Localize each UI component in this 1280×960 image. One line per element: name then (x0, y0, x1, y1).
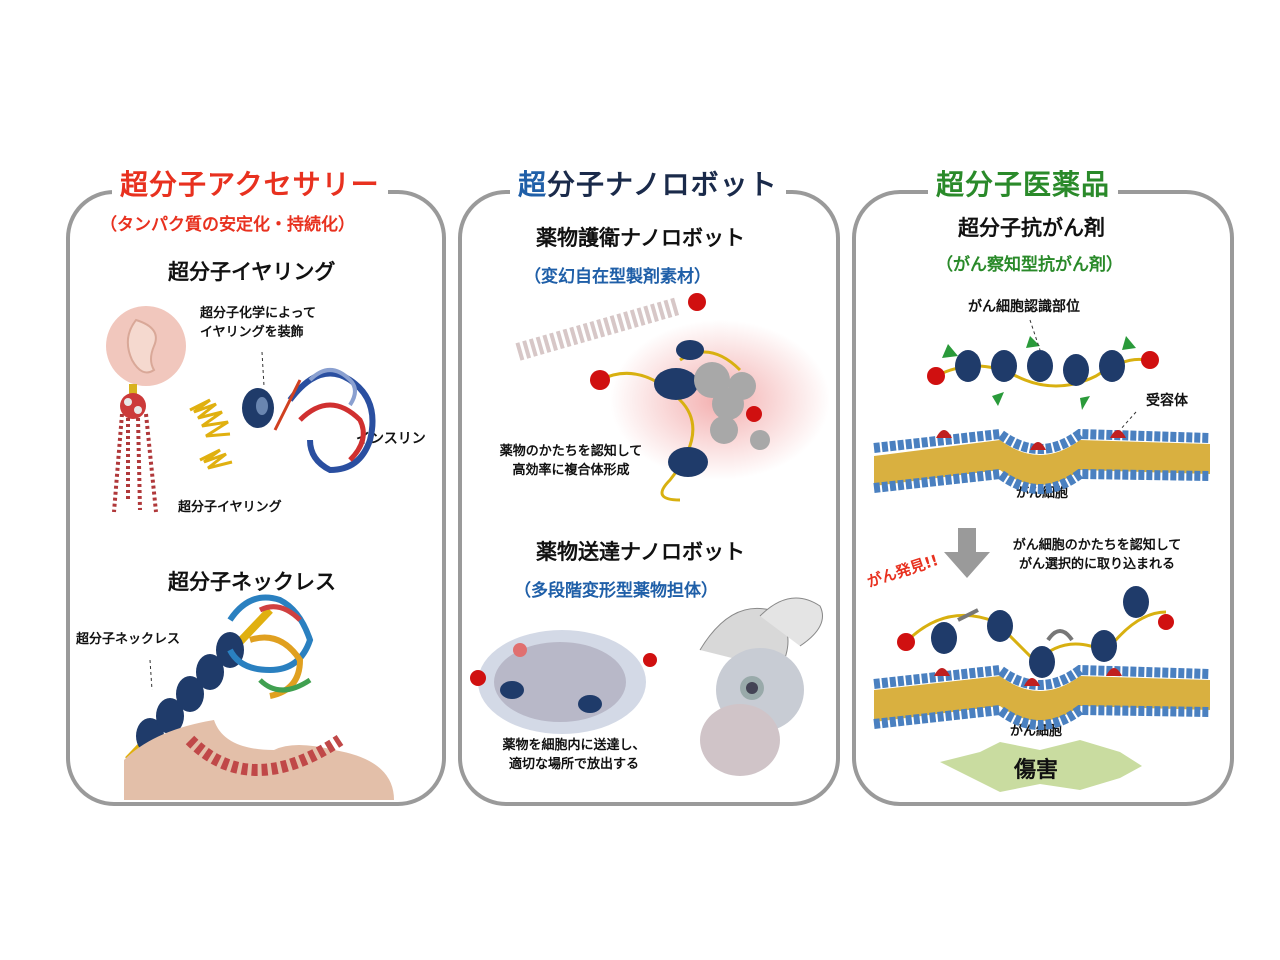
note-uptake-line-2: がん選択的に取り込まれる (1018, 557, 1175, 572)
panel-2-title-rest: 分子ナノロボット (547, 168, 778, 201)
heading-necklace: 超分子ネックレス (168, 570, 336, 594)
panel-2-title-accent: 超 (518, 168, 548, 201)
panel-2-subtitle-1: （変幻自在型製剤素材） (524, 267, 711, 287)
note-recognize: 薬物のかたちを認知して 高効率に複合体形成 (476, 442, 666, 480)
heading-drug-escort: 薬物護衛ナノロボット (536, 226, 745, 250)
panel-3-title: 超分子医薬品 (928, 163, 1119, 207)
damage-burst (940, 740, 1142, 792)
panel-1-title: 超分子アクセサリー (112, 163, 388, 207)
note-decorate-line-2: イヤリングを装飾 (200, 325, 304, 340)
heading-drug-delivery: 薬物送達ナノロボット (536, 540, 745, 564)
note-deliver: 薬物を細胞内に送達し、 適切な場所で放出する (484, 736, 664, 774)
note-necklace-label: 超分子ネックレス (76, 632, 181, 647)
heading-earring: 超分子イヤリング (168, 260, 336, 284)
note-recognize-line-1: 薬物のかたちを認知して (499, 444, 643, 459)
note-decorate-line-1: 超分子化学によって (200, 306, 316, 321)
note-recognition-site: がん細胞認識部位 (968, 299, 1080, 315)
panel-1-subtitle: （タンパク質の安定化・持続化） (100, 215, 355, 235)
note-uptake-line-1: がん細胞のかたちを認知して (1012, 538, 1182, 553)
note-deliver-line-1: 薬物を細胞内に送達し、 (502, 738, 646, 753)
note-recognize-line-2: 高効率に複合体形成 (512, 463, 630, 478)
panel-3-subtitle: （がん察知型抗がん剤） (936, 255, 1123, 275)
panel-2-title: 超分子ナノロボット (510, 163, 786, 207)
note-decorate: 超分子化学によって イヤリングを装飾 (200, 304, 316, 342)
panel-3-title-accent: 超 (936, 168, 966, 201)
note-damage: 傷害 (1014, 758, 1059, 783)
note-receptor: 受容体 (1146, 393, 1188, 409)
heading-anticancer: 超分子抗がん剤 (958, 216, 1105, 240)
panel-1-title-rest: 分子アクセサリー (149, 168, 380, 201)
panel-2-subtitle-2: （多段階変形型薬物担体） (514, 581, 718, 601)
note-earring-label: 超分子イヤリング (178, 500, 282, 515)
panel-3-title-rest: 分子医薬品 (965, 168, 1111, 201)
note-uptake: がん細胞のかたちを認知して がん選択的に取り込まれる (992, 536, 1202, 574)
note-deliver-line-2: 適切な場所で放出する (508, 757, 639, 772)
panel-1-title-accent: 超 (120, 168, 150, 201)
